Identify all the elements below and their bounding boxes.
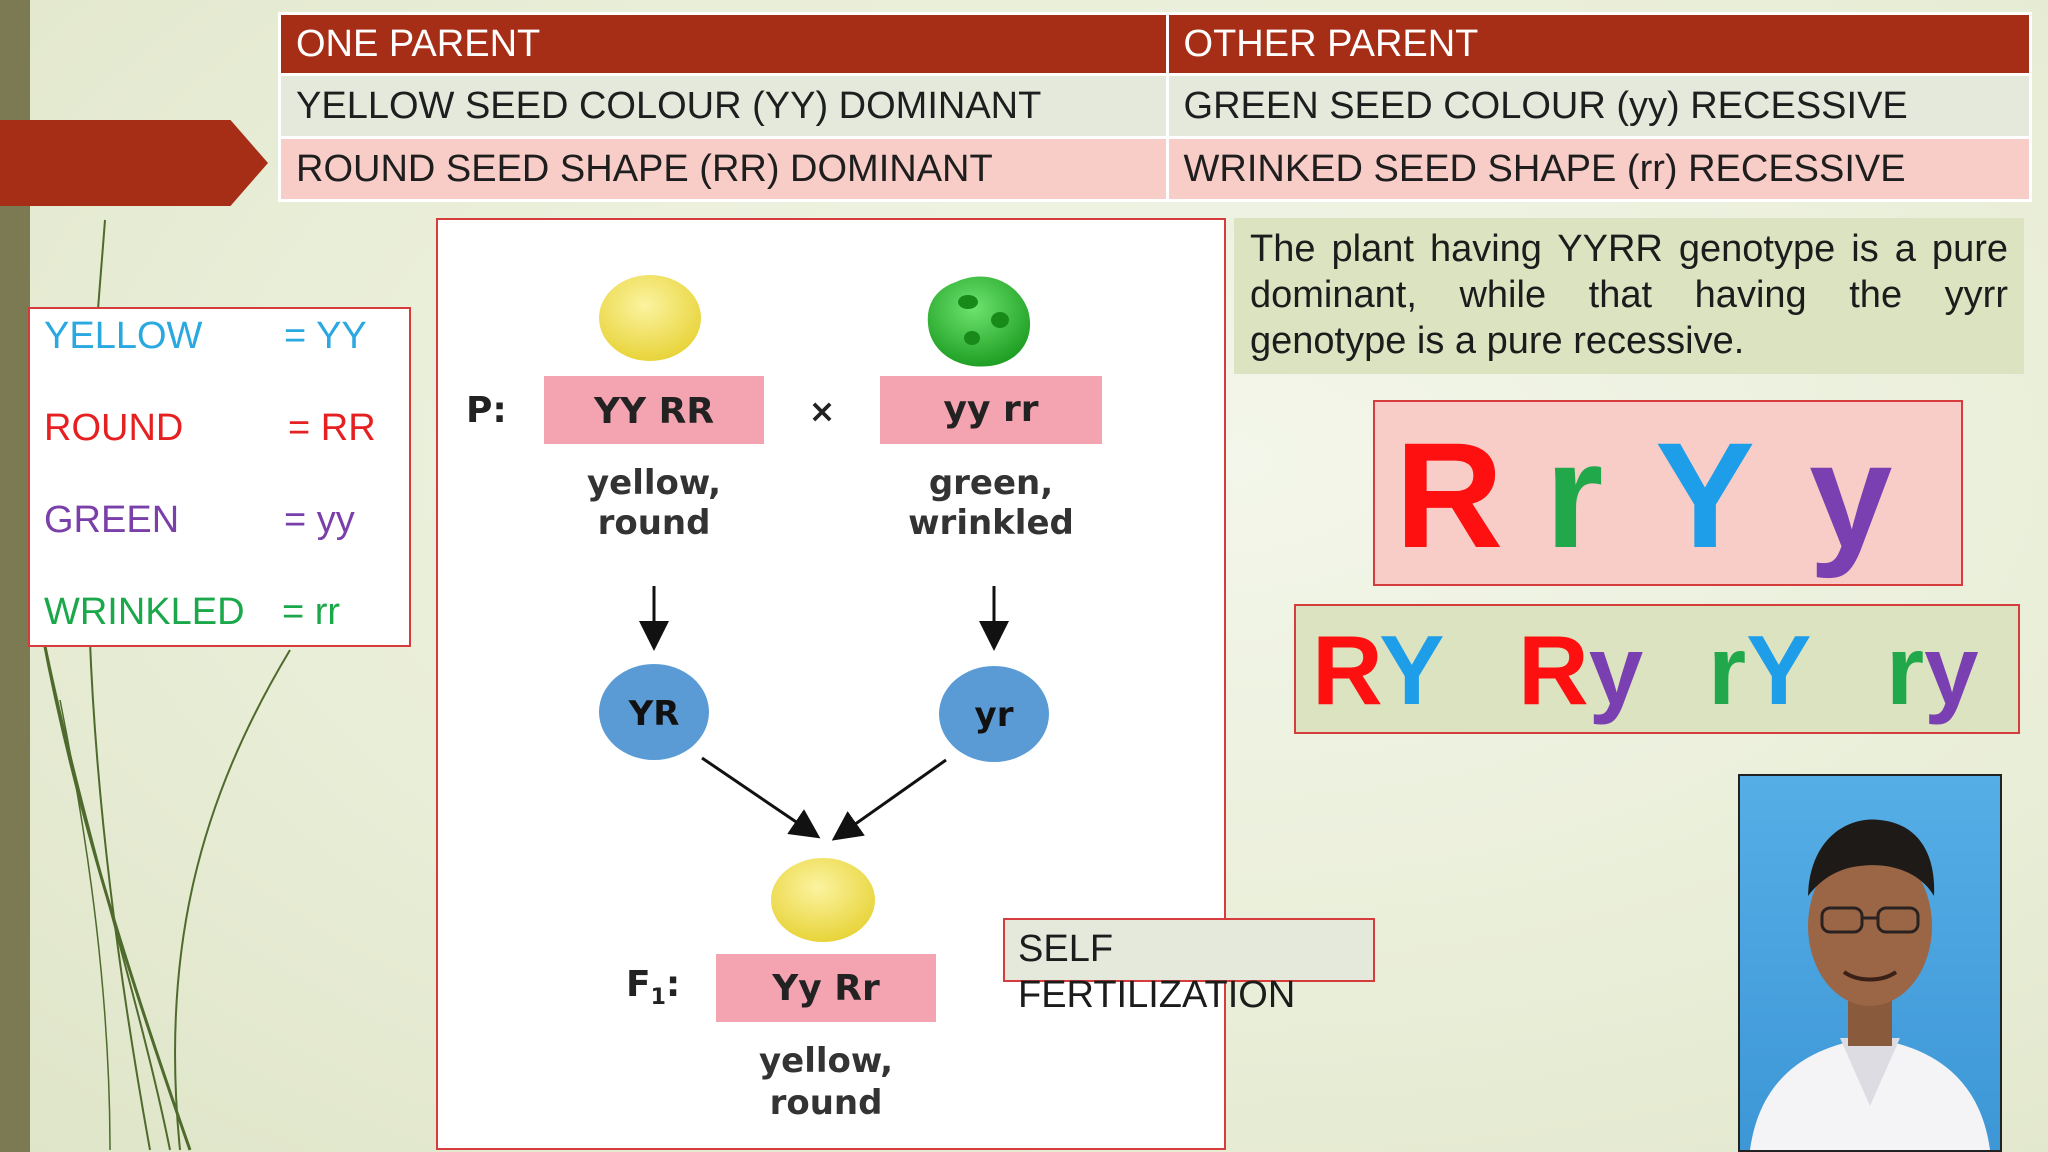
gamete-yr-recessive: yr bbox=[975, 695, 1014, 735]
presenter-photo bbox=[1738, 774, 2002, 1152]
gamete-circle bbox=[599, 664, 709, 760]
cross-diagram-svg: P: YY RR × yy rr yellow, round green, wr… bbox=[466, 275, 1102, 1123]
header-one-parent: ONE PARENT bbox=[278, 12, 1169, 76]
parent1-phenotype: yellow, bbox=[587, 463, 721, 503]
legend-value: = yy bbox=[284, 499, 355, 541]
description-text: The plant having YYRR genotype is a pure… bbox=[1234, 218, 2024, 374]
f1-phenotype: yellow, bbox=[759, 1041, 893, 1081]
legend-value: = YY bbox=[284, 315, 367, 357]
header-other-parent: OTHER PARENT bbox=[1165, 12, 2033, 76]
green-wrinkled-seed bbox=[927, 276, 1031, 367]
legend-name: GREEN bbox=[44, 499, 180, 541]
f1-phenotype: round bbox=[770, 1083, 883, 1123]
cross-sign: × bbox=[809, 392, 836, 430]
legend-name: YELLOW bbox=[44, 315, 203, 357]
f1-genotype: Yy Rr bbox=[771, 968, 880, 1009]
gametes-box: RY Ry rY ry bbox=[1294, 604, 2020, 734]
arrow-tab bbox=[0, 120, 268, 206]
table-cell: WRINKED SEED SHAPE (rr) RECESSIVE bbox=[1165, 136, 2033, 202]
gamete-yr-dominant: YR bbox=[628, 694, 680, 734]
legend-value: = RR bbox=[288, 407, 376, 449]
parent1-genotype: YY RR bbox=[593, 391, 714, 432]
self-fertilization-label: SELF FERTILIZATION bbox=[1018, 928, 1296, 1016]
allele-R: R bbox=[1395, 411, 1504, 579]
seed-wrinkle bbox=[991, 312, 1009, 328]
legend-row-yellow: YELLOW = YY bbox=[44, 315, 367, 358]
gamete-RY: RY bbox=[1312, 615, 1445, 725]
legend-value: = rr bbox=[282, 591, 341, 633]
f1-genotype-box bbox=[716, 954, 936, 1022]
parent2-genotype-box bbox=[880, 376, 1102, 444]
parent2-genotype: yy rr bbox=[944, 389, 1039, 430]
table-header-row: ONE PARENT OTHER PARENT bbox=[278, 12, 2033, 76]
legend-name: WRINKLED bbox=[44, 591, 245, 633]
table-cell: GREEN SEED COLOUR (yy) RECESSIVE bbox=[1165, 73, 2033, 139]
converge-arrow bbox=[701, 756, 821, 839]
table-row: ROUND SEED SHAPE (RR) DOMINANT WRINKED S… bbox=[278, 136, 2033, 202]
presenter-portrait bbox=[1750, 819, 1990, 1150]
gamete-rY: rY bbox=[1708, 615, 1812, 725]
gamete-ry: ry bbox=[1886, 615, 1979, 725]
p-label: P: bbox=[466, 390, 507, 431]
parent1-genotype-box bbox=[544, 376, 764, 444]
converge-arrow bbox=[831, 758, 947, 841]
gamete-Ry: Ry bbox=[1518, 615, 1644, 725]
legend-row-round: ROUND = RR bbox=[44, 407, 376, 450]
gamete-circle bbox=[939, 666, 1049, 762]
self-fertilization-box bbox=[1003, 918, 1375, 982]
parent2-phenotype: green, bbox=[929, 463, 1053, 503]
legend-row-green: GREEN = yy bbox=[44, 499, 355, 542]
allele-r: r bbox=[1545, 411, 1604, 579]
table-cell: ROUND SEED SHAPE (RR) DOMINANT bbox=[278, 136, 1169, 202]
allele-Y: Y bbox=[1655, 411, 1756, 579]
table-row: YELLOW SEED COLOUR (YY) DOMINANT GREEN S… bbox=[278, 73, 2033, 139]
parent2-phenotype: wrinkled bbox=[908, 503, 1074, 543]
seed-wrinkle bbox=[964, 331, 980, 345]
allele-y: y bbox=[1809, 411, 1893, 579]
alleles-box: R r Y y bbox=[1373, 400, 1963, 586]
allele-legend: YELLOW = YY ROUND = RR GREEN = yy WRINKL… bbox=[28, 307, 411, 647]
legend-name: ROUND bbox=[44, 407, 184, 449]
seed-wrinkle bbox=[958, 295, 978, 309]
f1-label: F1: bbox=[626, 964, 680, 1010]
f1-seed bbox=[771, 858, 875, 942]
legend-row-wrinkled: WRINKLED = rr bbox=[44, 591, 340, 634]
table-cell: YELLOW SEED COLOUR (YY) DOMINANT bbox=[278, 73, 1169, 139]
parent-table: ONE PARENT OTHER PARENT YELLOW SEED COLO… bbox=[278, 12, 2033, 202]
parent1-phenotype: round bbox=[598, 503, 711, 543]
cross-diagram: P: YY RR × yy rr yellow, round green, wr… bbox=[436, 218, 1226, 1150]
yellow-round-seed bbox=[599, 275, 701, 361]
